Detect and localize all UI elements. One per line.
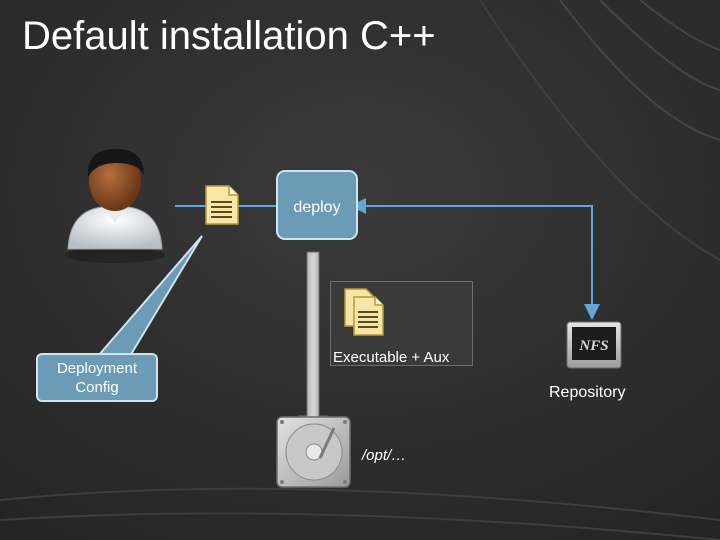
callout-line-1: Deployment [56, 360, 138, 377]
hard-drive-icon [276, 416, 351, 488]
deploy-to-repository-arrow [358, 205, 600, 320]
deploy-to-drive-arrow [297, 251, 329, 433]
nfs-badge-text: NFS [578, 338, 608, 354]
repository-label: Repository [549, 384, 626, 401]
executable-label: Executable + Aux [333, 349, 450, 366]
callout-line-2: Config [75, 379, 119, 396]
document-icon [205, 185, 239, 225]
deployment-config-callout: Deployment Config [36, 353, 158, 402]
documents-stack-icon [344, 288, 384, 336]
user-icon [65, 149, 165, 263]
deploy-step: deploy [276, 170, 358, 240]
install-path-label: /opt/… [362, 447, 407, 464]
nfs-server-icon: NFS [566, 321, 622, 369]
slide-title: Default installation C++ [22, 14, 436, 58]
